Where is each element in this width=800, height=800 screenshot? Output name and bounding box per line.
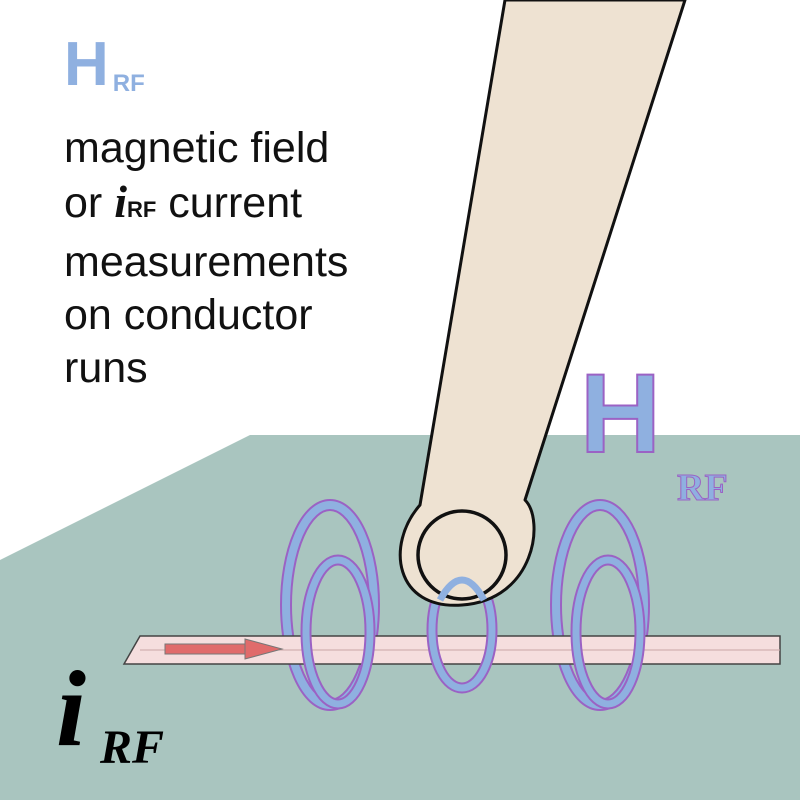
h-field-probe-icon xyxy=(398,0,687,607)
field-label-main: H xyxy=(579,351,662,476)
current-label-sub: RF xyxy=(100,721,165,774)
caption-line-3: measurements xyxy=(64,238,349,286)
caption-line-2-sub: RF xyxy=(126,197,157,222)
caption-heading-sub: RF xyxy=(112,70,145,97)
current-label-main: i xyxy=(56,650,87,769)
field-label-sub: RF xyxy=(677,467,729,510)
current-label: i RF xyxy=(56,656,164,775)
caption-line-5: runs xyxy=(64,344,148,392)
caption-line-4: on conductor xyxy=(64,291,313,339)
caption-line-2-ital: i xyxy=(114,176,127,227)
caption-line-2: or iRF current xyxy=(64,175,348,236)
caption-line-2-pre: or xyxy=(64,179,115,227)
current-arrow-icon xyxy=(164,638,284,660)
caption-line-1: magnetic field xyxy=(64,124,330,172)
caption-line-2-post: current xyxy=(156,179,303,227)
caption-heading-main: H xyxy=(64,30,109,99)
